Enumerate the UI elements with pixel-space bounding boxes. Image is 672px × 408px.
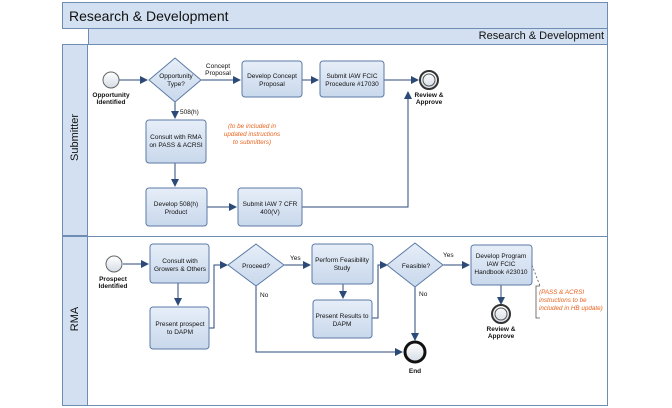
submitter-connectors [119, 76, 419, 211]
flow-508h-label: 508(h) [180, 109, 199, 116]
submitter-end-label-2: Approve [416, 99, 443, 106]
task-present-results-label-1: Present Results to [315, 313, 368, 320]
gateway-proceed [227, 243, 285, 287]
flow-feasible-yes-label: Yes [443, 252, 454, 259]
task-submit-fcic [319, 60, 385, 98]
rma-note-3: included in HB update) [539, 305, 603, 312]
flow-cfr-to-review [302, 91, 412, 208]
task-present-results [312, 299, 373, 339]
rma-start-label-1: Prospect [99, 276, 128, 283]
task-consult-growers [149, 243, 210, 284]
task-submit-cfr-label-1: Submit IAW 7 CFR [243, 201, 298, 208]
flow-feasible-no-label: No [419, 291, 428, 298]
rma-end-event [403, 340, 427, 364]
rma-note-bracket [535, 285, 540, 319]
task-develop-508h [145, 187, 208, 227]
gateway-proceed-label: Proceed? [242, 263, 270, 270]
task-submit-fcic-label-2: Procedure #17030 [325, 81, 379, 88]
rma-review-label-1: Review & [487, 326, 516, 333]
gateway-feasible-label: Feasible? [402, 263, 431, 270]
lane-header-submitter [62, 44, 88, 236]
rma-start-label-2: Identified [99, 283, 128, 290]
rma-review-label-2: Approve [488, 333, 515, 340]
submitter-note-2: updated instructions [224, 131, 281, 138]
submitter-start-event [102, 71, 120, 89]
submitter-end-inner [422, 73, 436, 87]
task-present-prospect-label-1: Present prospect [155, 321, 204, 328]
gateway-opportunity-label-1: Opportunity [159, 73, 193, 80]
task-submit-cfr [237, 187, 303, 227]
task-develop-concept-proposal [241, 60, 303, 98]
pool-title: Research & Development [69, 8, 229, 24]
task-develop-program-label-1: Develop Program [476, 253, 527, 260]
task-consult-growers-label-2: Growers & Others [154, 266, 207, 273]
task-develop-concept-label-1: Develop Concept [247, 73, 297, 80]
pool-header: Research & Development [62, 2, 608, 29]
submitter-start-label-1: Opportunity [92, 92, 130, 99]
rma-note-2: instructions to be [539, 297, 587, 304]
gateway-feasible [386, 242, 444, 288]
task-present-results-label-2: DAPM [333, 321, 352, 328]
task-consult-rma-label-1: Consult with RMA [150, 134, 202, 141]
submitter-end-label-1: Review & [415, 92, 444, 99]
task-develop-508h-label-1: Develop 508(h) [154, 201, 198, 208]
submitter-note-1: (to be included in [228, 123, 276, 130]
flow-proceed-yes-label: Yes [290, 255, 301, 262]
submitter-note-3: to submitters) [233, 139, 271, 146]
rma-review-end-inner [494, 307, 508, 321]
flow-concept-label-2: Proposal [205, 70, 231, 77]
rma-note-connector [531, 264, 541, 287]
submitter-start-label-2: Identified [97, 99, 126, 106]
task-develop-program [470, 244, 533, 286]
pool-subheader: Research & Development [88, 29, 608, 45]
task-develop-program-label-3: Handbook #23010 [474, 269, 528, 276]
lane-header-rma [62, 236, 88, 406]
task-present-prospect-label-2: to DAPM [167, 329, 193, 336]
task-consult-rma [145, 119, 207, 164]
task-present-prospect [149, 306, 210, 350]
task-develop-program-label-2: IAW FCIC [486, 261, 515, 268]
flow-results-to-feasible [372, 261, 388, 319]
task-feasibility-label-2: Study [334, 265, 351, 272]
task-develop-508h-label-2: Product [165, 209, 188, 216]
rma-note-1: (PASS & ACRSI [539, 289, 584, 296]
pool-subtitle: Research & Development [478, 30, 604, 42]
gateway-opportunity-label-2: Type? [167, 81, 185, 88]
flow-proceed-no [255, 286, 403, 356]
task-submit-fcic-label-1: Submit IAW FCIC [326, 73, 377, 80]
task-feasibility-label-1: Perform Feasibility [315, 257, 370, 264]
rma-end-label: End [409, 368, 421, 375]
rma-start-event [105, 255, 123, 273]
flow-present-to-proceed [209, 261, 228, 329]
task-develop-concept-label-2: Proposal [259, 81, 285, 88]
rma-connectors [123, 260, 505, 356]
task-consult-rma-label-2: on PASS & ACRSI [149, 142, 203, 149]
flow-concept-label-1: Concept [206, 63, 230, 70]
task-consult-growers-label-1: Consult with [162, 258, 198, 265]
flow-proceed-no-label: No [260, 292, 269, 299]
gateway-opportunity-type [148, 57, 202, 103]
task-submit-cfr-label-2: 400(V) [260, 209, 280, 216]
task-feasibility-study [311, 243, 374, 285]
